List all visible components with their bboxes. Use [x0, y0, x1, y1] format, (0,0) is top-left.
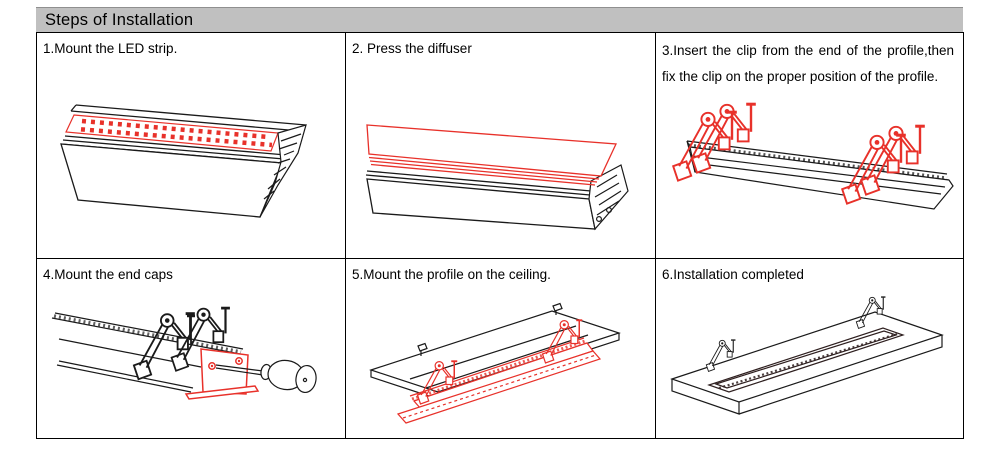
steps-table: 1.Mount the LED strip. [36, 32, 964, 439]
profile-end-section [588, 163, 629, 230]
profile-body [365, 169, 596, 230]
screwdriver [215, 359, 317, 393]
step-cell-6: 6.Installation completed [655, 258, 964, 439]
step4-caption: 4.Mount the end caps [43, 267, 173, 282]
step-cell-2: 2. Press the diffuser [345, 32, 656, 259]
recessed-slot [707, 326, 905, 393]
step1-caption: 1.Mount the LED strip. [43, 41, 178, 56]
step6-caption: 6.Installation completed [662, 267, 804, 282]
section-header: Steps of Installation [36, 7, 963, 32]
step4-illustration [51, 306, 317, 400]
step6-illustration [670, 295, 944, 415]
section-title: Steps of Installation [45, 10, 194, 29]
step1-illustration [60, 103, 307, 218]
step-cell-1: 1.Mount the LED strip. [36, 32, 346, 259]
step2-illustration [365, 123, 629, 230]
step-cell-3: 3.Insert the clip from the end of the pr… [655, 32, 964, 259]
step2-caption: 2. Press the diffuser [352, 41, 472, 56]
step-cell-4: 4.Mount the end caps [36, 258, 346, 439]
step5-illustration [368, 302, 621, 424]
end-cap [184, 347, 259, 400]
profile-end-section [259, 123, 307, 217]
step3-illustration [671, 102, 954, 210]
screw [186, 314, 195, 345]
steps-document: Steps of Installation 1.Mount the LED st… [36, 7, 964, 439]
profile-body [686, 140, 954, 210]
step3-caption: 3.Insert the clip from the end of the pr… [662, 43, 954, 85]
step-cell-5: 5.Mount the profile on the ceiling. [345, 258, 656, 439]
led-strip [65, 113, 279, 152]
step5-caption: 5.Mount the profile on the ceiling. [352, 267, 551, 282]
diffuser-panel [366, 123, 617, 186]
profile-body [60, 103, 307, 218]
